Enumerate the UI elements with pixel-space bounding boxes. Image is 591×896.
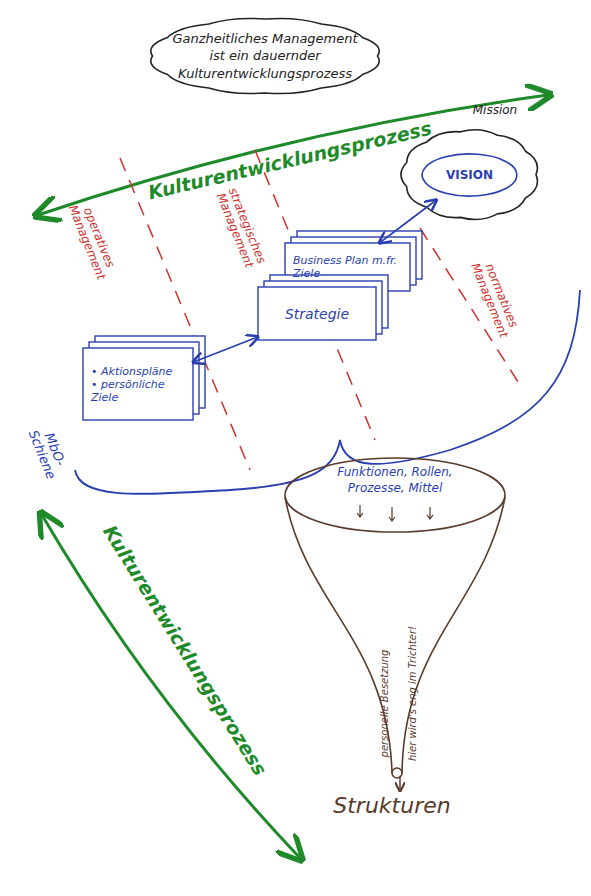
process-label: Kulturentwicklungsprozess xyxy=(127,113,453,208)
document-stack: • Aktionspläne• persönliche Ziele xyxy=(83,348,193,420)
funnel-rim xyxy=(285,458,505,532)
cloud-outline xyxy=(151,18,379,93)
zone-label: operatives Management xyxy=(62,191,122,289)
culture-arrow xyxy=(42,515,300,858)
funnel-note: hier wird's eng im Trichter! xyxy=(407,614,418,774)
vision-cloud: VISION xyxy=(417,150,522,200)
cloud-text: VISION xyxy=(446,168,493,182)
down-arrow xyxy=(427,507,433,519)
process-label: Kulturentwicklungsprozess xyxy=(91,509,278,791)
page-sheet xyxy=(83,348,193,420)
connector-arrow xyxy=(379,200,436,243)
document-text: Strategie xyxy=(266,306,368,322)
connector-arrow xyxy=(193,337,258,363)
zone-label: strategisches Management xyxy=(208,175,272,282)
zone-label: normatives Management xyxy=(464,247,526,350)
result-label: Strukturen xyxy=(322,794,462,818)
document-text: • Aktionspläne xyxy=(91,365,185,378)
funnel-inputs: Funktionen, Rollen, Prozesse, Mittel xyxy=(310,465,480,496)
funnel-side xyxy=(402,497,505,773)
funnel-note: personelle Besetzung xyxy=(379,629,390,779)
zone-divider xyxy=(255,150,375,440)
document-stack: Strategie xyxy=(258,287,376,340)
thought-cloud: Ganzheitliches Management ist ein dauern… xyxy=(140,12,390,100)
funnel: Funktionen, Rollen, Prozesse, Mittel pers… xyxy=(280,455,510,780)
track-label: MbO- Schiene xyxy=(24,419,73,485)
shape-outline xyxy=(280,455,510,780)
funnel-side xyxy=(285,497,392,773)
down-arrow xyxy=(357,505,363,517)
funnel-outlet xyxy=(392,768,402,778)
down-arrow xyxy=(389,507,395,521)
cloud-text: Ganzheitliches Management ist ein dauern… xyxy=(170,30,360,83)
document-text: • persönliche Ziele xyxy=(91,378,185,404)
document-text: Business Plan m.fr. Ziele xyxy=(293,254,402,280)
page-sheet xyxy=(258,287,376,340)
cloud-heading: Mission xyxy=(473,103,517,117)
cloud-outline xyxy=(401,130,538,220)
culture-arrow xyxy=(38,95,548,215)
cloud-outline xyxy=(422,154,517,196)
